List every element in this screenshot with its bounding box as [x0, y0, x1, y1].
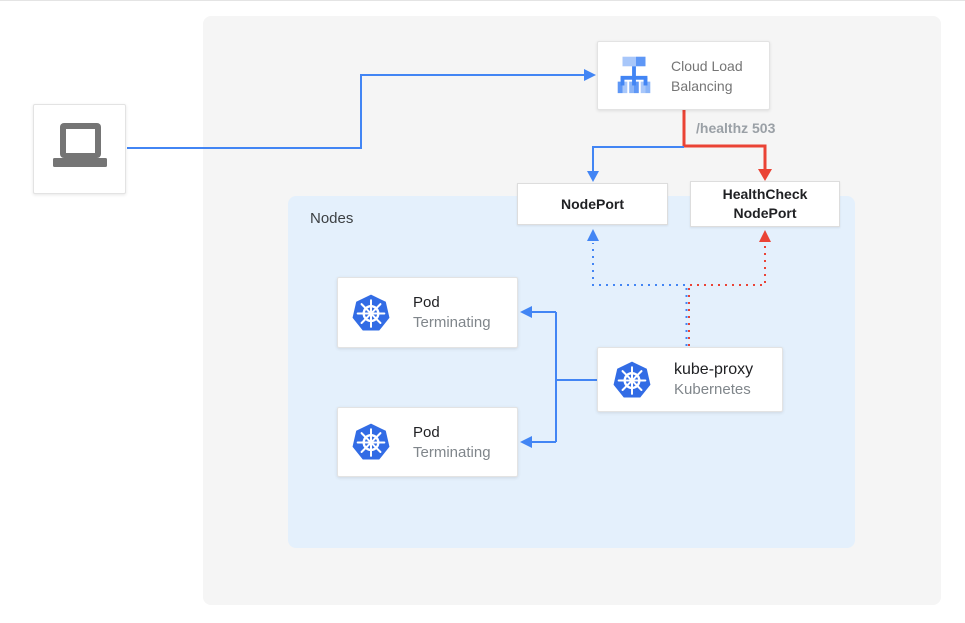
- cloud-load-balancing-icon: [611, 50, 657, 101]
- top-divider: [0, 0, 965, 1]
- kube-proxy-subtitle: Kubernetes: [674, 381, 751, 398]
- pod-2-title: Pod: [413, 423, 440, 441]
- kube-proxy-title: kube-proxy: [674, 361, 754, 378]
- cloud-load-balancing-label: Cloud Load Balancing: [671, 57, 743, 94]
- healthcheck-nodeport-label: HealthCheck NodePort: [722, 186, 808, 221]
- pod-1-node: Pod Terminating: [337, 277, 518, 348]
- cloud-load-balancing-node: Cloud Load Balancing: [597, 41, 770, 110]
- client-node: [33, 104, 126, 194]
- pod-1-title: Pod: [413, 294, 440, 311]
- kubernetes-icon: [612, 359, 652, 400]
- kubernetes-icon: [351, 292, 391, 333]
- pod-2-status: Terminating: [413, 443, 491, 461]
- nodeport-label: NodePort: [561, 196, 624, 212]
- pod-2-node: Pod Terminating: [337, 407, 518, 477]
- healthz-edge-label: /healthz 503: [696, 120, 776, 136]
- healthcheck-nodeport-node: HealthCheck NodePort: [690, 181, 840, 227]
- kubernetes-icon: [351, 422, 391, 462]
- laptop-icon: [49, 122, 111, 177]
- pod-1-status: Terminating: [413, 314, 491, 331]
- kube-proxy-node: kube-proxy Kubernetes: [597, 347, 783, 412]
- nodes-group-label: Nodes: [310, 210, 354, 227]
- nodeport-node: NodePort: [517, 183, 668, 225]
